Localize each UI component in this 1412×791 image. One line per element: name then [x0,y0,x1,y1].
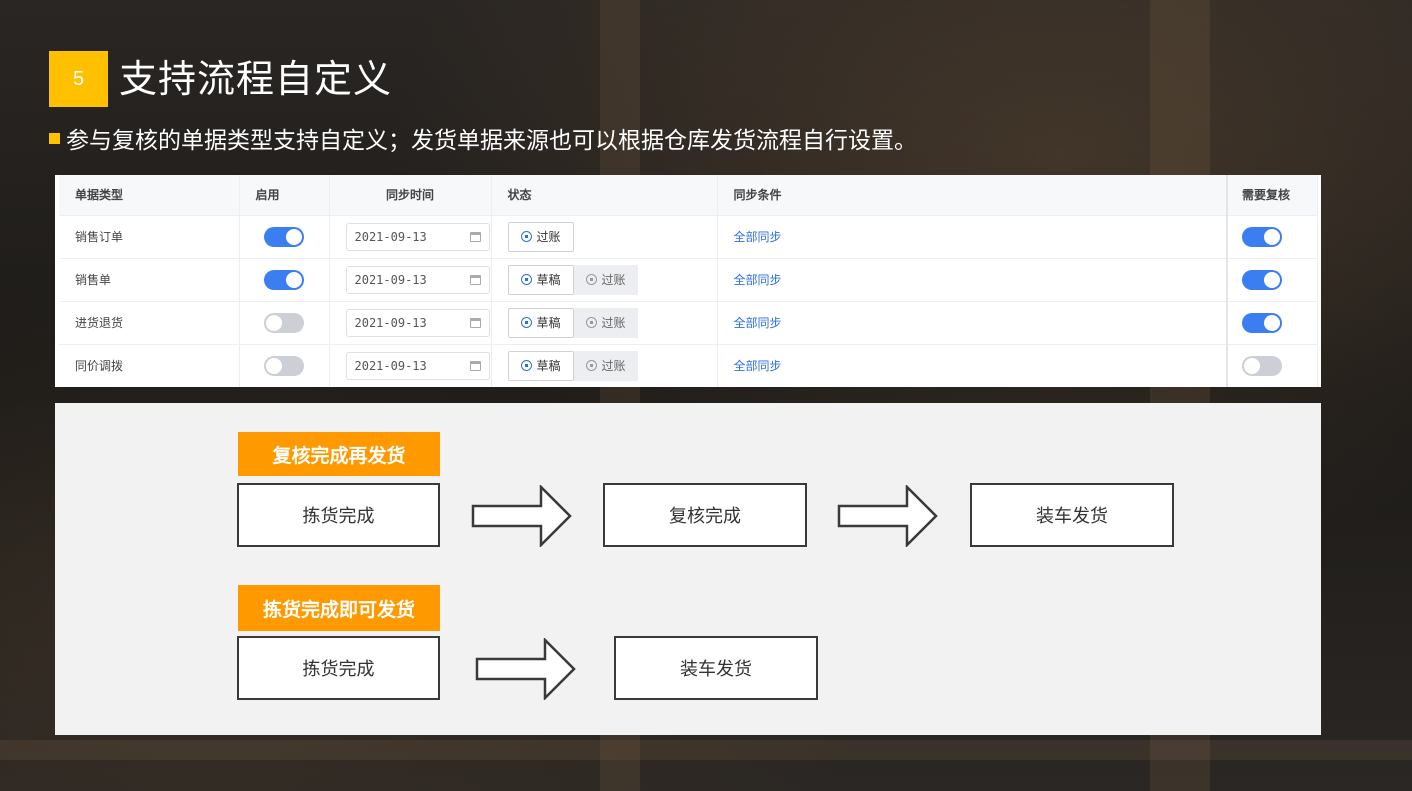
status-posted-button[interactable]: 过账 [573,350,638,381]
sync-time-value: 2021-09-13 [354,358,427,373]
sync-condition-link[interactable]: 全部同步 [733,273,782,287]
calendar-icon [469,317,481,328]
coin-icon [585,274,597,285]
bullet-square-icon [49,132,60,144]
doc-type-cell: 同价调拨 [59,344,240,387]
calendar-icon [469,274,481,285]
header-status: 状态 [491,175,718,216]
calendar-icon [469,231,481,242]
sync-time-value: 2021-09-13 [354,272,427,287]
doc-type-cell: 进货退货 [59,301,240,345]
coin-icon [585,317,597,328]
enabled-toggle[interactable] [264,355,304,376]
header-need-review: 需要复核 [1226,175,1318,216]
sync-condition-link[interactable]: 全部同步 [733,359,782,373]
status-draft-button[interactable]: 草稿 [507,307,574,338]
flow-1-step-3: 装车发货 [970,483,1174,547]
slide-subtitle-row: 参与复核的单据类型支持自定义；发货单据来源也可以根据仓库发货流程自行设置。 [49,120,917,156]
doc-type-cell: 销售订单 [59,215,240,259]
status-segmented-control: 草稿 过账 [507,264,638,295]
status-draft-label: 草稿 [536,316,561,330]
doc-type-cell: 销售单 [59,258,240,302]
sync-time-value: 2021-09-13 [354,229,427,244]
table-row: 销售订单 2021-09-13 过账 全部同步 [59,215,1318,259]
sync-condition-link[interactable]: 全部同步 [733,230,782,244]
coin-icon [520,360,532,371]
header-doc-type: 单据类型 [59,175,240,216]
flow-1-label: 复核完成再发货 [238,432,440,476]
enabled-toggle[interactable] [264,226,304,247]
enabled-toggle[interactable] [264,312,304,333]
sync-time-value: 2021-09-13 [354,315,427,330]
flow-1-step-2: 复核完成 [603,483,807,547]
flow-2-label: 拣货完成即可发货 [238,585,440,631]
status-posted-label: 过账 [601,316,626,330]
status-posted-label: 过账 [601,359,626,373]
sync-time-date-picker[interactable]: 2021-09-13 [345,265,490,294]
sync-condition-link[interactable]: 全部同步 [733,316,782,330]
enabled-toggle[interactable] [264,269,304,290]
right-arrow-icon [471,485,572,547]
flow-diagram-panel: 复核完成再发货 拣货完成 复核完成 装车发货 拣货完成即可发货 拣货完成 装车发… [55,403,1321,735]
status-draft-button[interactable]: 草稿 [507,350,574,381]
table-row: 销售单 2021-09-13 草稿 [59,258,1318,302]
status-posted-button[interactable]: 过账 [507,221,574,252]
slide-subtitle: 参与复核的单据类型支持自定义；发货单据来源也可以根据仓库发货流程自行设置。 [66,128,917,154]
sync-time-date-picker[interactable]: 2021-09-13 [345,308,490,337]
slide-number-badge: 5 [49,51,108,107]
coin-icon [585,360,597,371]
status-draft-label: 草稿 [536,273,561,287]
right-arrow-icon [475,638,576,700]
status-posted-button[interactable]: 过账 [573,264,638,295]
calendar-icon [469,360,481,371]
status-segmented-control: 过账 [507,221,574,252]
right-arrow-icon [837,485,938,547]
document-type-settings-table: 单据类型 启用 同步时间 状态 同步条件 需要复核 销售订单 2021-09-1… [55,175,1321,387]
status-segmented-control: 草稿 过账 [507,307,638,338]
header-sync-condition: 同步条件 [717,175,1228,216]
sync-time-date-picker[interactable]: 2021-09-13 [345,351,490,380]
flow-1-step-1: 拣货完成 [237,483,440,547]
background-shelf [0,740,1412,760]
header-sync-time: 同步时间 [329,175,492,216]
table-header-row: 单据类型 启用 同步时间 状态 同步条件 需要复核 [59,175,1318,216]
need-review-toggle[interactable] [1242,269,1282,290]
header-enabled: 启用 [239,175,330,216]
sync-time-date-picker[interactable]: 2021-09-13 [345,222,490,251]
table-row: 进货退货 2021-09-13 草稿 [59,301,1318,345]
need-review-toggle[interactable] [1242,312,1282,333]
coin-icon [520,317,532,328]
status-draft-button[interactable]: 草稿 [507,264,574,295]
need-review-toggle[interactable] [1242,355,1282,376]
status-posted-button[interactable]: 过账 [573,307,638,338]
table-row: 同价调拨 2021-09-13 草稿 [59,344,1318,387]
status-segmented-control: 草稿 过账 [507,350,638,381]
settings-grid: 单据类型 启用 同步时间 状态 同步条件 需要复核 销售订单 2021-09-1… [59,175,1318,387]
slide-title: 支持流程自定义 [119,57,393,101]
status-posted-label: 过账 [536,230,561,244]
coin-icon [520,231,532,242]
need-review-toggle[interactable] [1242,226,1282,247]
status-draft-label: 草稿 [536,359,561,373]
status-posted-label: 过账 [601,273,626,287]
flow-2-step-2: 装车发货 [614,636,818,700]
flow-2-step-1: 拣货完成 [237,636,440,700]
coin-icon [520,274,532,285]
